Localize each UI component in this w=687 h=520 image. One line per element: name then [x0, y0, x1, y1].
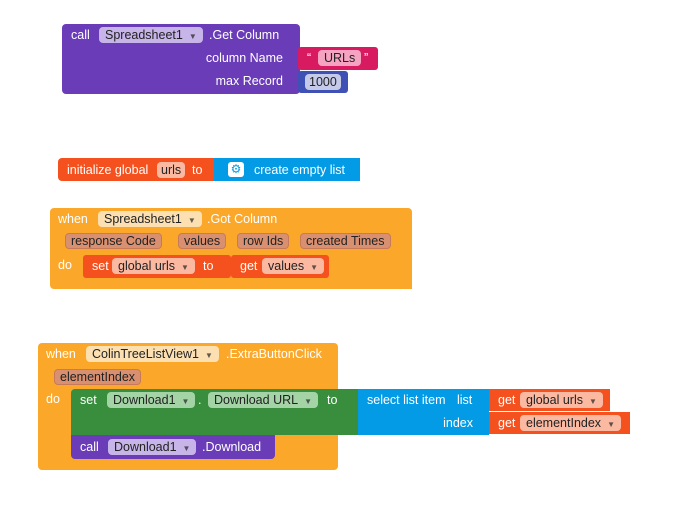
column-name-label: column Name [205, 51, 283, 65]
param-response-code[interactable]: response Code [65, 233, 162, 249]
chevron-down-icon: ▼ [304, 397, 312, 406]
quote-close: ” [364, 51, 369, 65]
select-list-item-label: select list item [367, 393, 446, 407]
dropdown-label: values [268, 259, 305, 273]
do-keyword: do [58, 258, 72, 272]
variable-dropdown[interactable]: global urls ▼ [112, 258, 195, 274]
dropdown-label: elementIndex [526, 416, 602, 430]
get-column-call-block[interactable]: call Spreadsheet1 ▼ .Get Column column Na… [62, 24, 300, 94]
list-label: list [457, 393, 473, 407]
set-global-block[interactable]: set global urls ▼ to [83, 255, 231, 278]
component-dropdown[interactable]: Download1 ▼ [107, 392, 196, 408]
component-dropdown[interactable]: Spreadsheet1 ▼ [99, 27, 203, 43]
to-label: to [327, 393, 338, 407]
call-download-block[interactable]: call Download1 ▼ .Download [71, 435, 275, 459]
dropdown-label: Download1 [113, 393, 176, 407]
variable-dropdown[interactable]: global urls ▼ [520, 392, 603, 408]
variable-name-field[interactable]: urls [157, 162, 186, 178]
get-element-index-block[interactable]: get elementIndex ▼ [489, 412, 630, 434]
set-download-url-block[interactable]: set Download1 ▼ . Download URL ▼ to [71, 389, 358, 435]
to-label: to [192, 163, 203, 177]
set-keyword: set [92, 259, 109, 273]
chevron-down-icon: ▼ [188, 32, 197, 41]
get-values-block[interactable]: get values ▼ [231, 255, 329, 278]
create-empty-list-label: create empty list [254, 163, 346, 177]
call-keyword: call [71, 28, 90, 42]
dropdown-label: Download URL [214, 393, 299, 407]
dot-separator: . [198, 393, 202, 407]
index-label: index [443, 416, 473, 430]
variable-dropdown[interactable]: values ▼ [262, 258, 325, 274]
property-dropdown[interactable]: Download URL ▼ [208, 392, 318, 408]
get-keyword: get [240, 259, 258, 273]
select-list-item-block[interactable]: select list item list index [358, 389, 489, 435]
when-keyword: when [58, 212, 88, 226]
call-keyword: call [80, 440, 99, 454]
dropdown-label: global urls [118, 259, 175, 273]
event-name: .Got Column [207, 212, 278, 226]
max-record-label: max Record [215, 74, 283, 88]
gear-icon[interactable]: ⚙ [228, 162, 244, 177]
chevron-down-icon: ▼ [187, 216, 196, 225]
get-keyword: get [498, 416, 516, 430]
component-dropdown[interactable]: Spreadsheet1 ▼ [98, 211, 202, 227]
chevron-down-icon: ▼ [588, 397, 597, 406]
component-dropdown[interactable]: Download1 ▼ [108, 439, 197, 455]
chevron-down-icon: ▼ [607, 420, 615, 429]
dropdown-label: Download1 [114, 440, 177, 454]
chevron-down-icon: ▼ [180, 263, 189, 272]
chevron-down-icon: ▼ [205, 351, 213, 360]
to-label: to [203, 259, 214, 273]
param-values[interactable]: values [178, 233, 227, 249]
method-name: .Get Column [209, 28, 280, 42]
chevron-down-icon: ▼ [310, 263, 319, 272]
create-empty-list-block[interactable]: ⚙ create empty list [214, 158, 360, 181]
dropdown-label: global urls [526, 393, 583, 407]
init-label: initialize global [67, 163, 149, 177]
chevron-down-icon: ▼ [182, 444, 191, 453]
text-block[interactable]: “ URLs ” [298, 47, 378, 70]
text-value-field[interactable]: URLs [318, 50, 362, 66]
number-block[interactable]: 1000 [298, 71, 348, 93]
method-name: .Download [202, 440, 262, 454]
dropdown-label: Spreadsheet1 [104, 212, 182, 226]
component-dropdown[interactable]: ColinTreeListView1 ▼ [86, 346, 219, 362]
do-keyword: do [46, 392, 60, 406]
dropdown-label: ColinTreeListView1 [92, 347, 199, 361]
block-bottom [83, 278, 412, 289]
set-keyword: set [80, 393, 97, 407]
got-column-event-block[interactable]: when Spreadsheet1 ▼ .Got Column response … [50, 208, 412, 289]
chevron-down-icon: ▼ [181, 397, 190, 406]
quote-open: “ [307, 51, 312, 65]
param-element-index[interactable]: elementIndex [54, 369, 142, 385]
event-name: .ExtraButtonClick [226, 347, 322, 361]
initialize-global-block[interactable]: initialize global urls to [58, 158, 214, 181]
when-keyword: when [46, 347, 76, 361]
param-row-ids[interactable]: row Ids [237, 233, 290, 249]
get-keyword: get [498, 393, 516, 407]
param-created-times[interactable]: created Times [300, 233, 391, 249]
get-global-urls-block[interactable]: get global urls ▼ [489, 389, 610, 411]
variable-dropdown[interactable]: elementIndex ▼ [520, 415, 621, 431]
number-value-field[interactable]: 1000 [305, 74, 341, 90]
dropdown-label: Spreadsheet1 [105, 28, 183, 42]
